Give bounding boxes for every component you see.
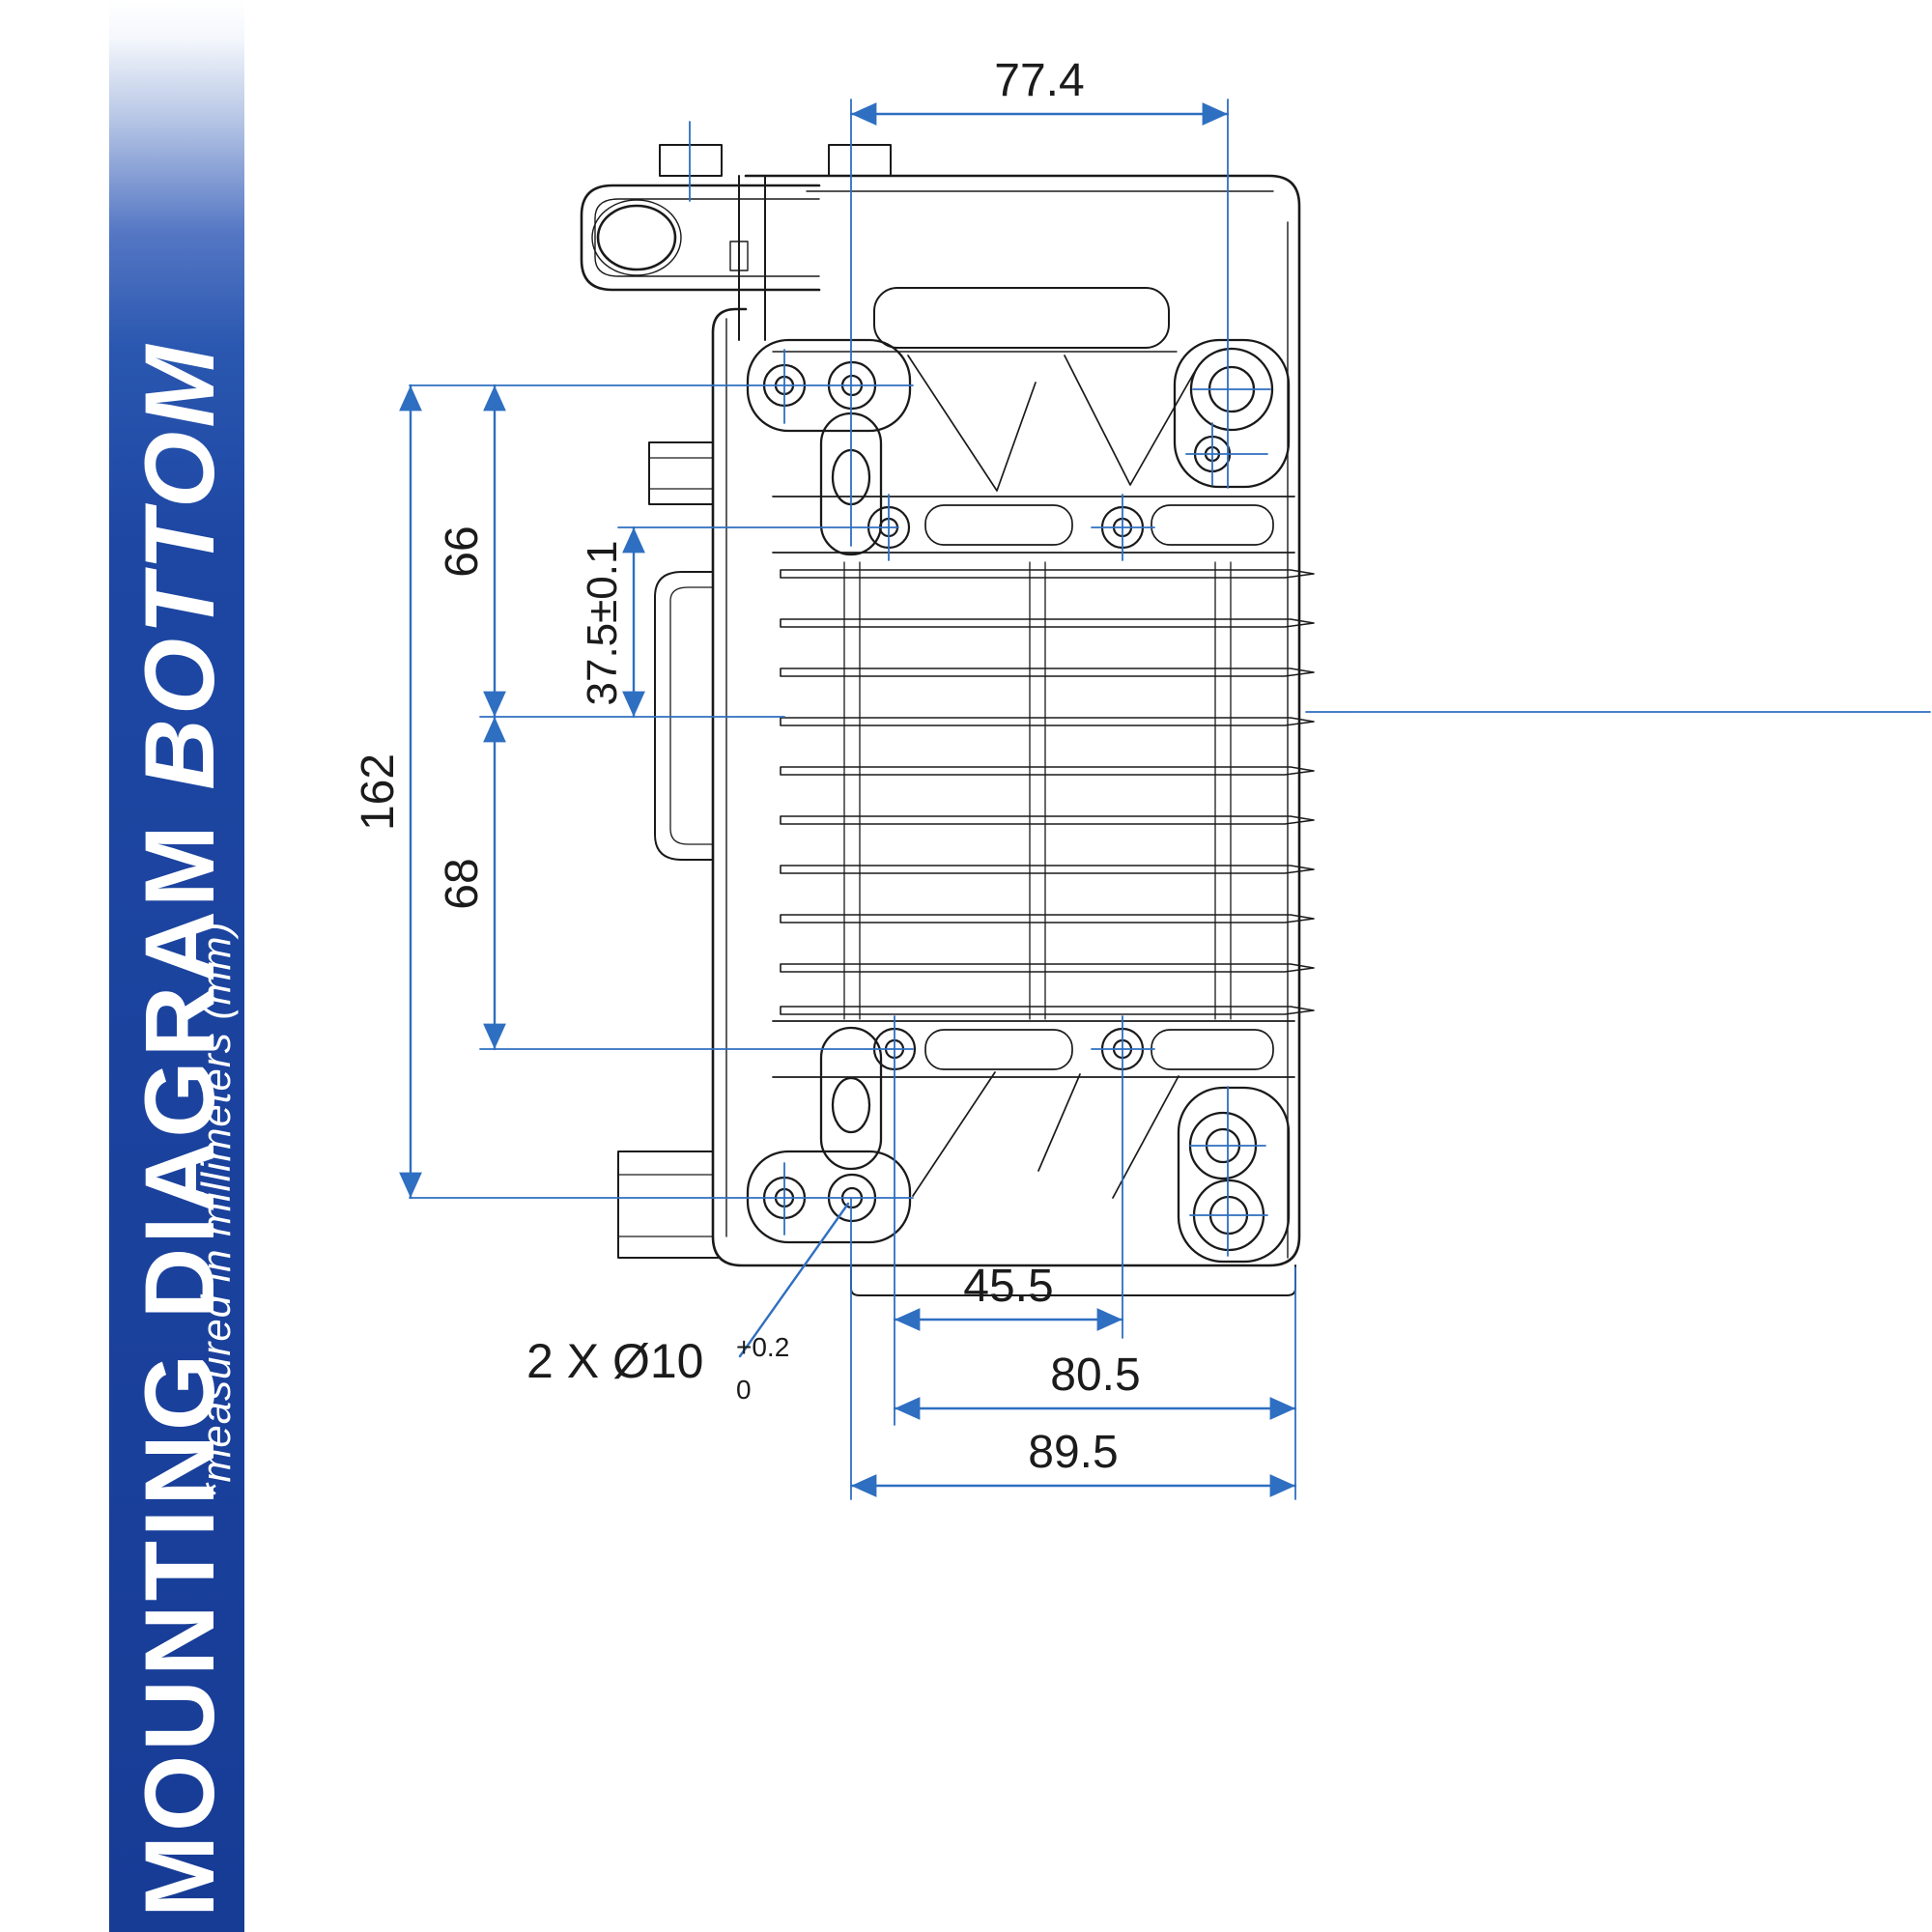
boss-bl-slot (831, 1076, 871, 1134)
dimension-annotations: 77.4 66 68 162 37.5±0.1 45.5 80.5 89.5 2… (353, 55, 1931, 1500)
extension-and-center-lines (409, 99, 1931, 1500)
boss-bl-pad (746, 1150, 912, 1244)
top-tab-right (828, 144, 892, 177)
bottom-flange (850, 1264, 1296, 1296)
crosshair-boss-tr (1185, 388, 1271, 486)
top-window-outline (873, 287, 1170, 349)
lower-band-slot-left (924, 1029, 1073, 1070)
dim-label-89-5: 89.5 (1028, 1427, 1118, 1478)
dimension-lines (399, 102, 1297, 1497)
body-outer-edge (711, 174, 1301, 1267)
top-window (772, 287, 1178, 353)
top-tabs (659, 144, 892, 177)
mounting-hole-tr-a (1189, 347, 1274, 432)
side-banner (109, 0, 244, 1932)
bracket-outline (580, 184, 821, 292)
bracket-inner-line (594, 198, 820, 277)
left-column-detail (729, 241, 749, 271)
left-tab-lower-lines (617, 1174, 714, 1237)
crosshair-boss-br (1189, 1086, 1268, 1257)
dim-label-80-5: 80.5 (1050, 1350, 1140, 1401)
upper-band-slot-right (1151, 504, 1274, 546)
lower-band-slot-right (1151, 1029, 1274, 1070)
hole-callout-leader (738, 1202, 850, 1358)
boss-br-pad (1177, 1086, 1291, 1264)
top-bracket (580, 184, 821, 292)
top-tab-left (659, 144, 723, 177)
left-panel (654, 571, 714, 861)
hole-callout-text: 2 X Ø10 (526, 1334, 703, 1388)
dim-label-45-5: 45.5 (963, 1261, 1053, 1312)
bracket-hole-rim (591, 199, 682, 276)
upper-band-slot-left (924, 504, 1073, 546)
bracket-hole (596, 204, 677, 271)
hole-callout-tol-upper: +0.2 (736, 1332, 789, 1362)
dimension-labels: 77.4 66 68 162 37.5±0.1 45.5 80.5 89.5 2… (353, 55, 1141, 1478)
dim-label-77-4: 77.4 (994, 55, 1084, 106)
boss-tr-pad (1173, 338, 1291, 489)
vertical-ribs (843, 561, 1232, 1020)
cooling-fins (780, 569, 1315, 1015)
left-tab-lower (617, 1151, 721, 1259)
left-column (738, 175, 766, 341)
left-tab-upper-lines (648, 457, 714, 490)
dim-label-37-5: 37.5±0.1 (579, 541, 626, 706)
bottom-flange-outline (850, 1264, 1296, 1296)
webs-bottom (912, 1071, 1179, 1199)
mounting-boss-bottom-left (746, 1026, 912, 1244)
left-side-tabs (617, 441, 721, 1259)
dim-label-68: 68 (437, 858, 488, 909)
left-tab-upper (648, 441, 714, 505)
webs-top (907, 355, 1195, 492)
mounting-boss-bottom-right (1177, 1086, 1291, 1264)
hole-callout-tol-lower: 0 (736, 1375, 752, 1405)
left-panel-inner (669, 586, 714, 845)
dim-label-66: 66 (437, 526, 488, 577)
crosshair-upper-band-right (1091, 494, 1155, 561)
engine-drawing (580, 144, 1315, 1296)
dim-label-162: 162 (353, 753, 404, 831)
boss-bl-lobe (819, 1026, 883, 1171)
lower-band-edges (772, 1020, 1295, 1078)
mounting-boss-top-right (1173, 338, 1291, 489)
reinforcement-webs (907, 355, 1195, 1199)
mounting-boss-top-left (746, 338, 912, 556)
